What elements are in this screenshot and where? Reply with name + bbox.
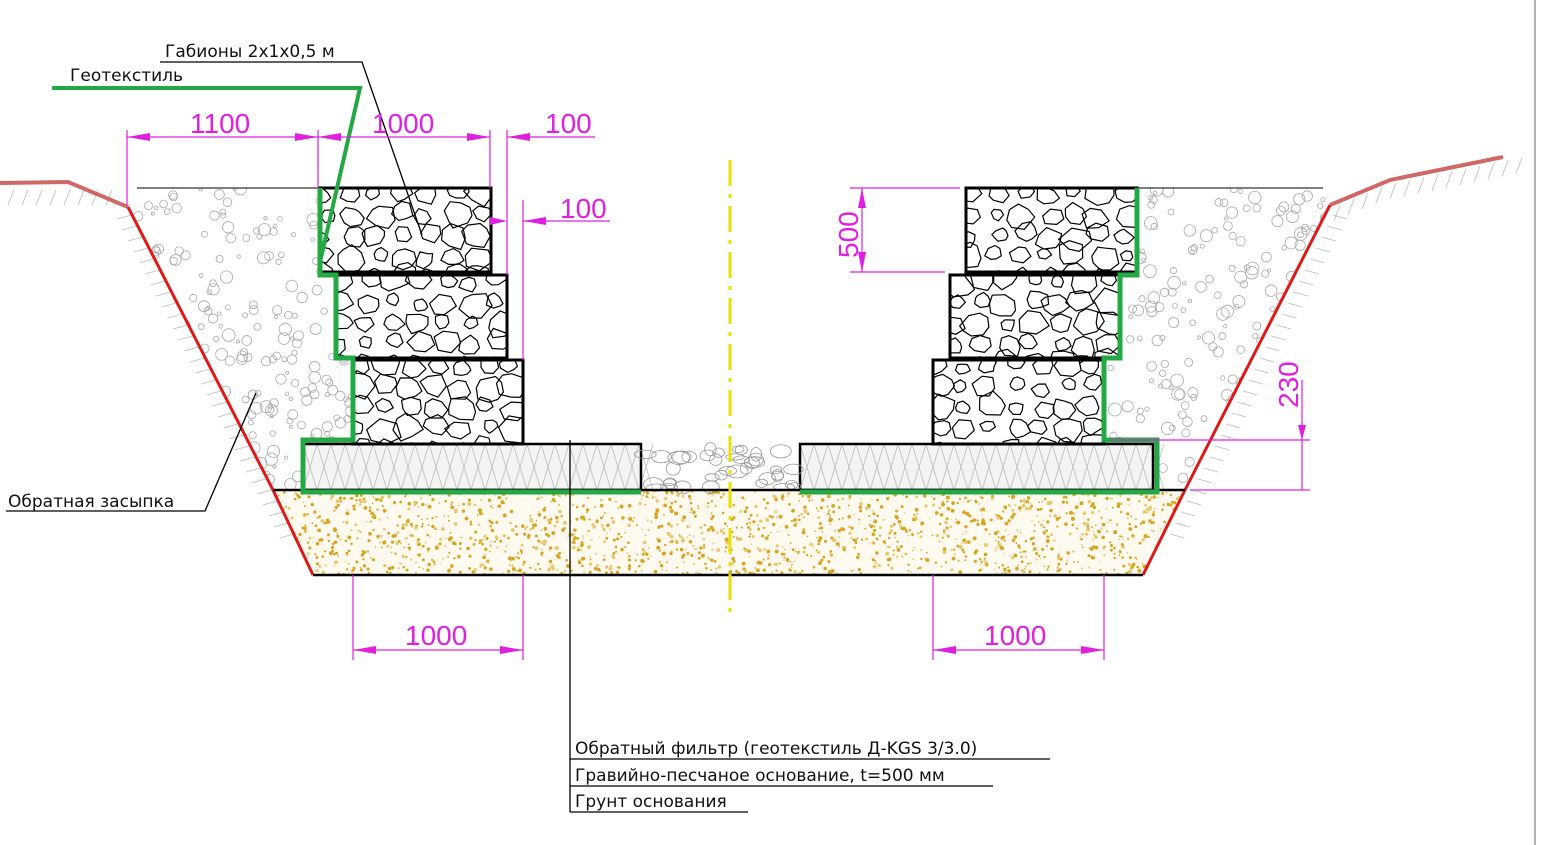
backfill-leader — [6, 392, 257, 512]
gabion-right-middle — [950, 275, 1120, 358]
label-filter: Обратный фильтр (геотекстиль Д-KGS 3/3.0… — [575, 739, 977, 759]
dim-1000-bottom-left: 1000 — [405, 620, 467, 651]
dim-230: 230 — [1273, 361, 1304, 408]
dim-1100: 1100 — [190, 108, 250, 139]
geotextile-right — [800, 188, 1160, 495]
gabion-right-top — [966, 188, 1137, 272]
sand-base-dots — [273, 490, 1185, 575]
dim-1000-top: 1000 — [372, 108, 434, 139]
gabion-left-top — [320, 188, 491, 272]
dim-500: 500 — [833, 211, 864, 258]
ground-hatching — [0, 157, 1523, 539]
gabion-mattress-left — [301, 442, 654, 492]
gabion-stack — [301, 186, 1165, 495]
dimension-lines — [126, 130, 1310, 660]
gabion-mattress-right — [798, 442, 1165, 492]
label-geotextile: Геотекстиль — [70, 66, 183, 86]
label-gabions: Габионы 2x1x0,5 м — [165, 42, 335, 62]
geotextile-left — [300, 188, 641, 495]
gabion-left-bottom — [353, 360, 523, 444]
gabions-leader — [160, 61, 423, 236]
ground-surface-left — [0, 179, 129, 209]
gabion-left-middle — [336, 275, 507, 358]
ground-surface-right — [1329, 155, 1504, 207]
dim-100-second: 100 — [560, 193, 607, 224]
label-soil: Грунт основания — [575, 792, 727, 812]
geotextile-leader — [52, 86, 363, 263]
gabion-right-bottom — [933, 360, 1104, 444]
label-base: Гравийно-песчаное основание, t=500 мм — [575, 766, 945, 786]
label-backfill: Обратная засыпка — [8, 492, 174, 512]
channel-bottom-stones — [633, 442, 804, 495]
dim-100-top: 100 — [545, 108, 592, 139]
dim-1000-bottom-right: 1000 — [984, 620, 1046, 651]
